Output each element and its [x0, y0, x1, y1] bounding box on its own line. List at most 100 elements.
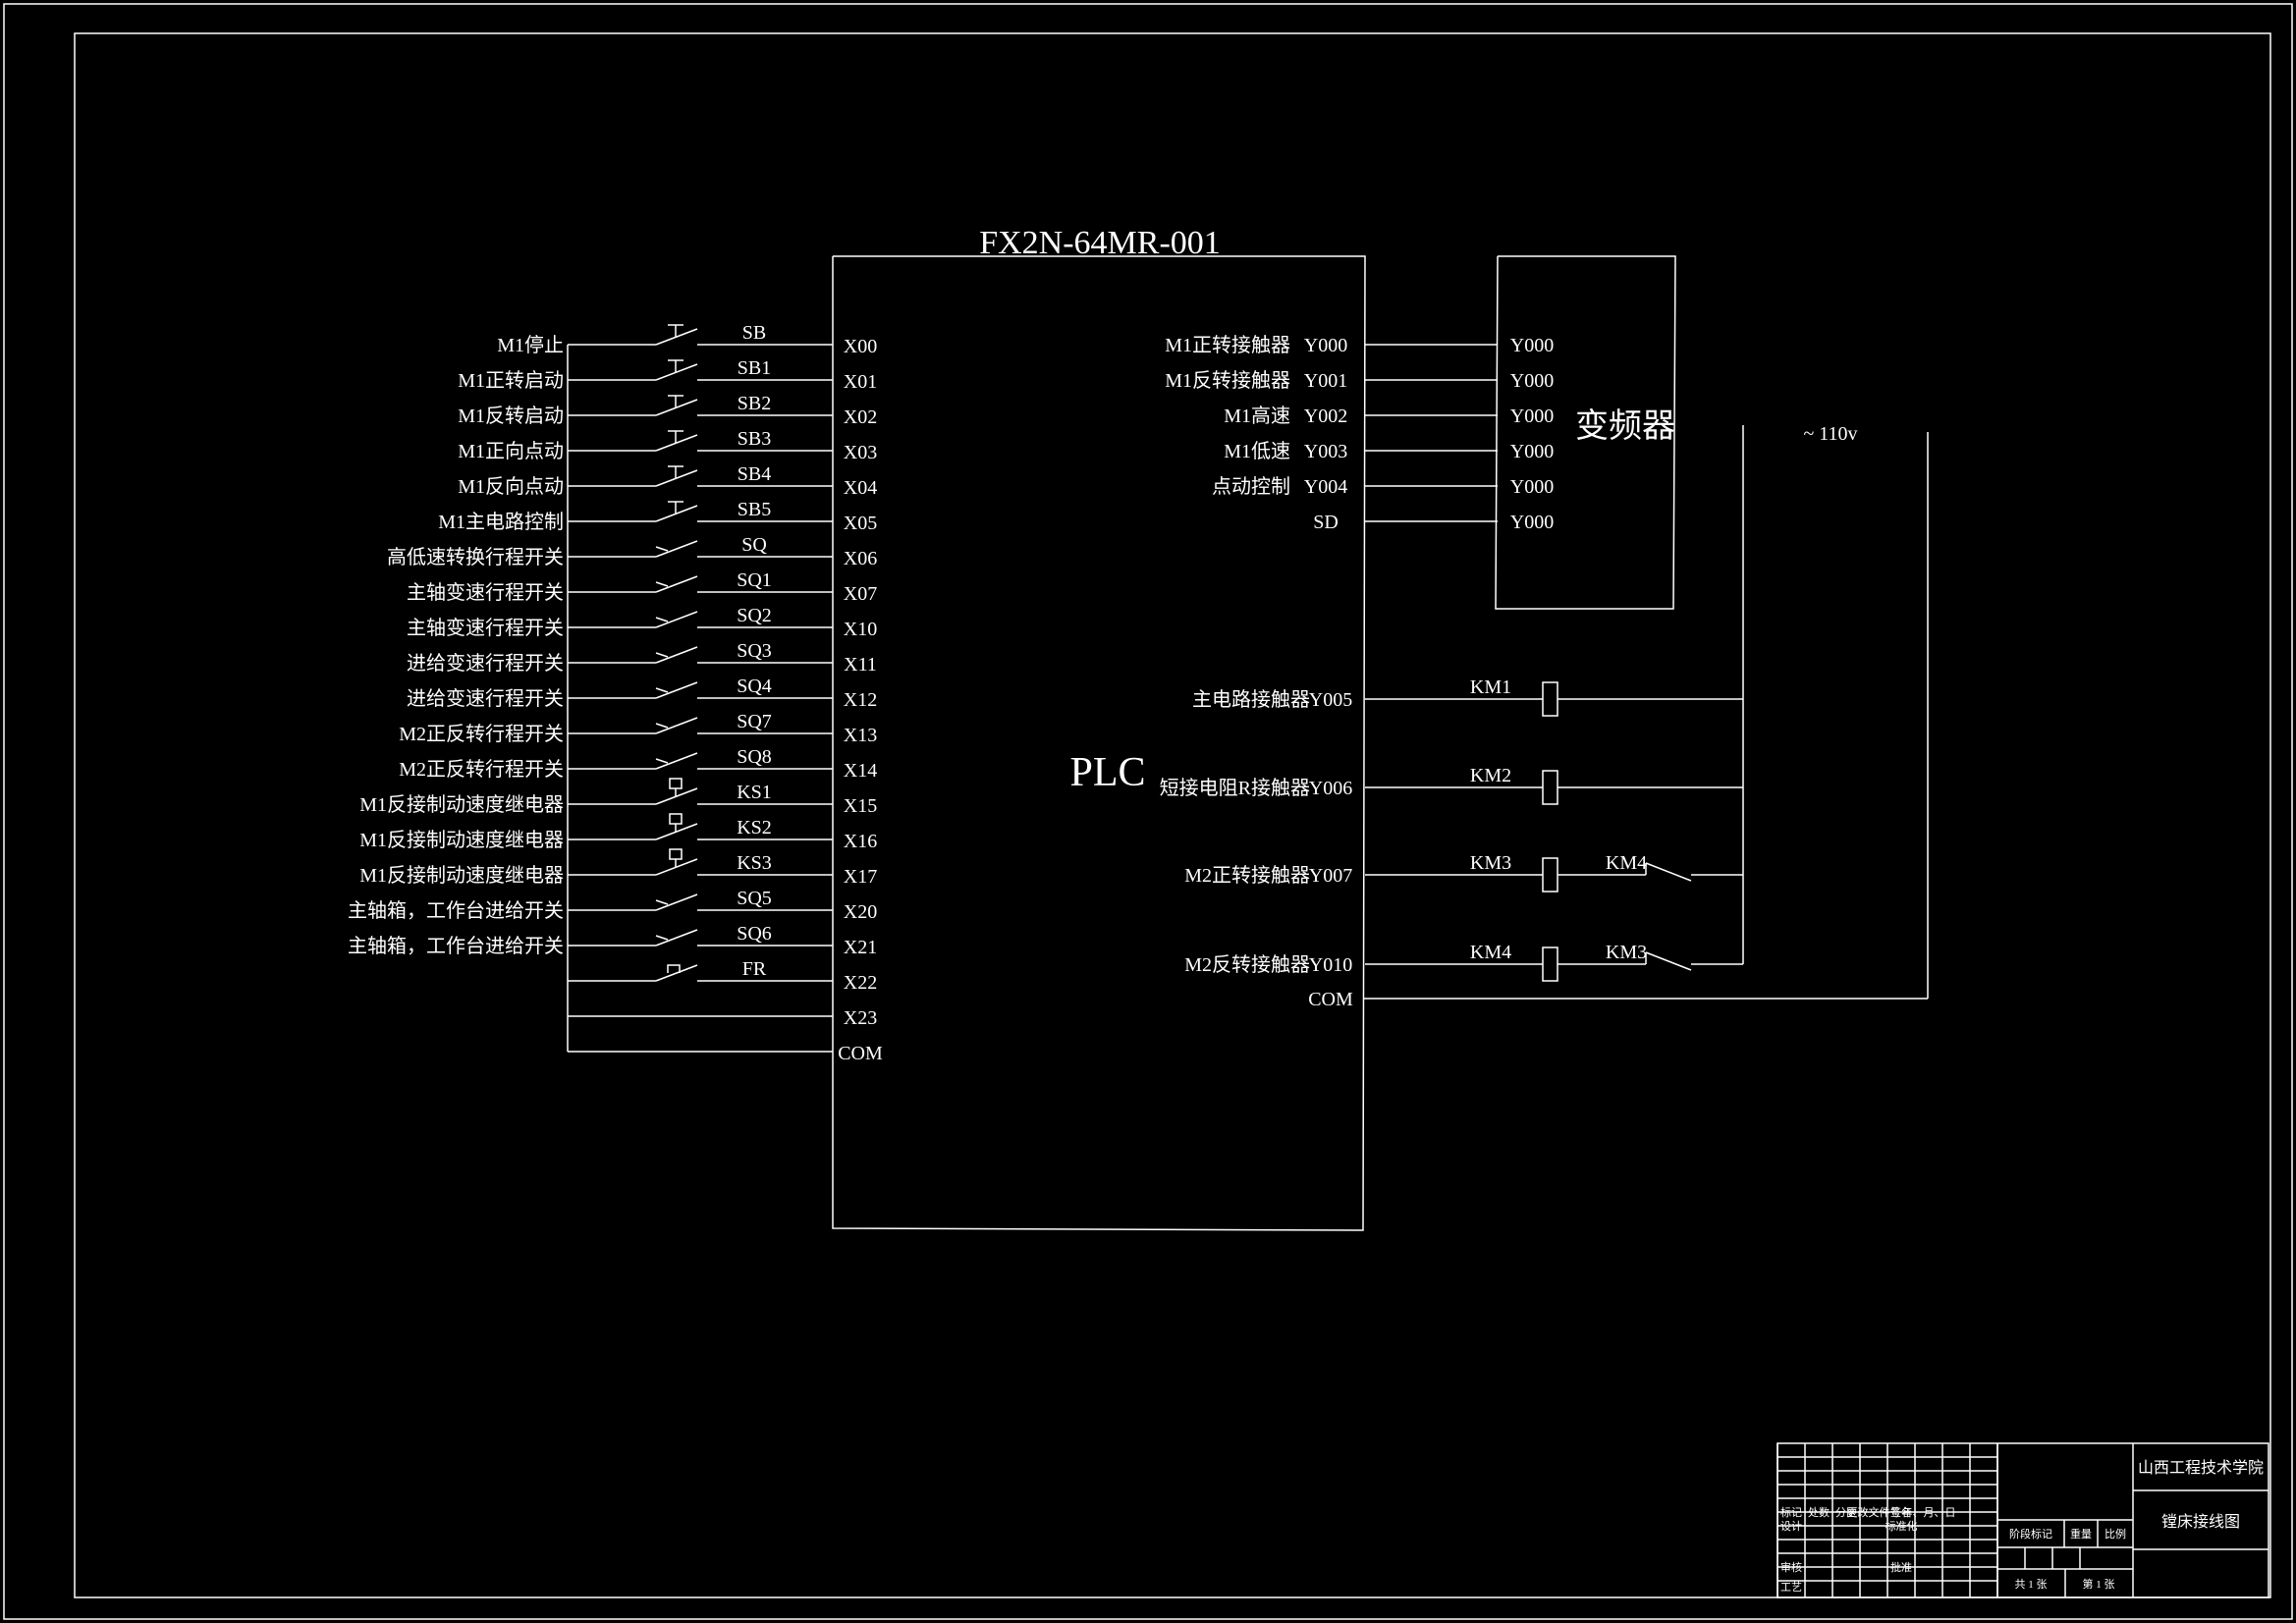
contact-label: SQ5: [737, 888, 772, 909]
plc-output-port: Y006: [1309, 778, 1352, 799]
title-header-cell: 标记: [1780, 1505, 1802, 1519]
interlock-blade: [1645, 862, 1692, 882]
title-header-cell: 分区: [1835, 1506, 1857, 1519]
contactor-coil: [1542, 857, 1558, 893]
input-desc-label: 主轴箱，工作台进给开关: [348, 935, 564, 957]
contact-blade: [655, 893, 698, 911]
plc-input-port: X05: [844, 513, 877, 534]
title-role-cell: 工艺: [1780, 1581, 1802, 1594]
title-header-cell: 处数: [1808, 1506, 1830, 1519]
plc-output-port: Y002: [1304, 406, 1347, 427]
contact-blade: [655, 469, 698, 487]
vfd-terminal-label: Y000: [1510, 406, 1554, 427]
plc-input-port: X16: [844, 831, 877, 852]
plc-input-port: X20: [844, 901, 877, 923]
input-desc-label: M1反接制动速度继电器: [359, 864, 564, 887]
input-desc-label: 主轴变速行程开关: [407, 617, 564, 639]
plc-input-port: X22: [844, 972, 877, 994]
title-weight-label: 重量: [2070, 1527, 2092, 1541]
plc-output-port: Y005: [1309, 689, 1352, 711]
contact-label: SQ1: [737, 569, 772, 591]
plc-output-port: Y004: [1304, 476, 1347, 498]
contact-blade: [655, 505, 698, 522]
plc-output-port: Y000: [1304, 335, 1347, 356]
limit-actuator: [655, 581, 669, 587]
plc-input-port: X01: [844, 371, 877, 393]
title-header-cell: 签名: [1890, 1505, 1912, 1519]
limit-actuator: [655, 935, 669, 941]
plc-input-port: X13: [844, 725, 877, 746]
input-section: M1停止SBX00M1正转启动SB1X01M1反转启动SB2X02M1正向点动S…: [348, 322, 883, 1064]
input-desc-label: M1反接制动速度继电器: [359, 793, 564, 816]
vfd-terminal-label: Y000: [1510, 441, 1554, 462]
vfd-terminal-label: Y000: [1510, 335, 1554, 356]
coil-desc-label: M2正转接触器: [1184, 864, 1310, 887]
plc-center-label: PLC: [1069, 750, 1145, 795]
output-desc-label: M1正转接触器: [1165, 334, 1290, 356]
input-desc-label: M2正反转行程开关: [399, 723, 564, 745]
plc-block: FX2N-64MR-001 PLC: [832, 225, 1366, 1231]
title-stage-label: 阶段标记: [2009, 1527, 2052, 1541]
contact-blade: [655, 681, 698, 699]
vfd-block: 变频器: [1495, 255, 1676, 610]
contact-label: SQ: [741, 534, 767, 556]
contact-blade: [655, 752, 698, 770]
input-desc-label: M1主电路控制: [438, 511, 564, 533]
drawing-frame: [74, 32, 2271, 1598]
contact-label: KS1: [737, 782, 772, 803]
input-row: FR X22: [568, 958, 877, 994]
limit-actuator: [655, 899, 669, 905]
contact-label: FR: [742, 958, 767, 980]
supply-label: ~ 110v: [1803, 423, 1857, 445]
contact-label: SB4: [738, 463, 771, 485]
vfd-terminal-label: Y000: [1510, 370, 1554, 392]
input-desc-label: M1停止: [497, 334, 564, 356]
input-row: COM: [568, 1043, 883, 1064]
contact-blade: [655, 823, 698, 840]
plc-input-port: X10: [844, 619, 877, 640]
coil-output-section: ~ 110v COM 主电路接触器Y005KM1短接电阻R接触器Y006KM2M…: [1160, 423, 1929, 1010]
input-desc-label: M1反接制动速度继电器: [359, 829, 564, 851]
title-scale-label: 比例: [2105, 1527, 2126, 1541]
plc-input-port: X15: [844, 795, 877, 817]
plc-output-port: SD: [1313, 512, 1339, 533]
title-header-cell: 更改文件号: [1847, 1505, 1901, 1519]
title-school: 山西工程技术学院: [2138, 1459, 2264, 1477]
contact-label: SQ6: [737, 923, 772, 945]
coil-desc-label: 短接电阻R接触器: [1160, 777, 1310, 799]
title-block: 标记处数分区更改文件号签名年、月、日设计标准化审核批准工艺阶段标记重量比例共 1…: [1777, 1442, 2269, 1598]
contact-label: SQ2: [737, 605, 772, 626]
input-desc-label: 主轴变速行程开关: [407, 581, 564, 604]
contact-blade: [655, 434, 698, 452]
input-desc-label: 进给变速行程开关: [407, 652, 564, 675]
outer-border: [3, 3, 2293, 1620]
plc-input-port: X17: [844, 866, 877, 888]
plc-input-port: X03: [844, 442, 877, 463]
contact-blade: [655, 611, 698, 628]
limit-actuator: [655, 652, 669, 658]
contact-blade: [655, 929, 698, 947]
input-desc-label: M1反向点动: [458, 475, 564, 498]
input-desc-label: M2正反转行程开关: [399, 758, 564, 781]
contact-blade: [655, 399, 698, 416]
plc-output-port: Y007: [1309, 865, 1352, 887]
plc-input-port: X02: [844, 406, 877, 428]
plc-output-port: Y001: [1304, 370, 1347, 392]
plc-input-port: X00: [844, 336, 877, 357]
limit-actuator: [655, 723, 669, 729]
plc-input-port: X23: [844, 1007, 877, 1029]
